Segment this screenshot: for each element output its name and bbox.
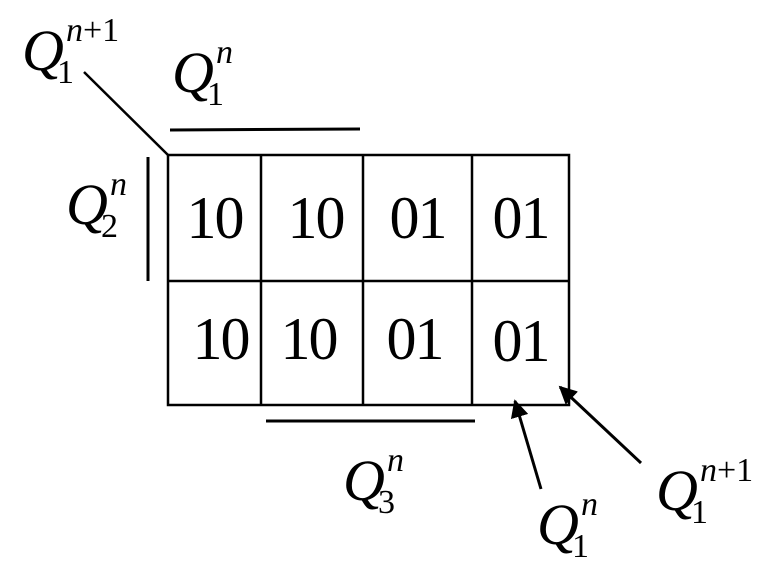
cell-r2-c4: 01 <box>492 308 551 374</box>
label-sup: n <box>216 34 233 71</box>
label-sup-suffix: +1 <box>83 12 120 49</box>
right-arrow <box>558 385 643 465</box>
top-var-bar <box>169 127 361 132</box>
cell-r1-c3: 01 <box>389 185 448 251</box>
cell-r1-c1: 10 <box>186 185 245 251</box>
label-sup: n <box>66 12 83 49</box>
cell-r2-c1: 10 <box>192 306 251 372</box>
cell-r1-c2: 10 <box>287 185 346 251</box>
label-sub: 2 <box>101 208 118 245</box>
label-base: Q <box>66 172 108 237</box>
cell-r2-c2: 10 <box>280 306 339 372</box>
label-base: Q <box>172 40 214 105</box>
label-sub: 1 <box>572 528 589 565</box>
label-sup-suffix: +1 <box>717 452 754 489</box>
label-sub: 1 <box>57 54 74 91</box>
label-top-var: Q n 1 <box>172 36 233 112</box>
label-top-left: Q n+1 1 <box>22 14 119 90</box>
label-base: Q <box>537 492 579 557</box>
label-sup: n <box>700 452 717 489</box>
cell-r2-c3: 01 <box>386 306 445 372</box>
label-sub: 1 <box>207 76 224 113</box>
bottom-arrow <box>510 399 543 490</box>
top-left-pointer-line <box>83 71 169 156</box>
label-base: Q <box>343 448 385 513</box>
label-bottom-var: Q n 3 <box>343 444 404 520</box>
label-base: Q <box>656 458 698 523</box>
label-right-arrow: Q n+1 1 <box>656 454 753 530</box>
label-base: Q <box>22 18 64 83</box>
label-left-var: Q n 2 <box>66 168 127 244</box>
label-sub: 1 <box>691 494 708 531</box>
label-bottom-arrow: Q n 1 <box>537 488 598 564</box>
label-sup: n <box>581 486 598 523</box>
label-sub: 3 <box>378 484 395 521</box>
label-sup: n <box>110 166 127 203</box>
cell-r1-c4: 01 <box>492 185 551 251</box>
label-sup: n <box>387 442 404 479</box>
